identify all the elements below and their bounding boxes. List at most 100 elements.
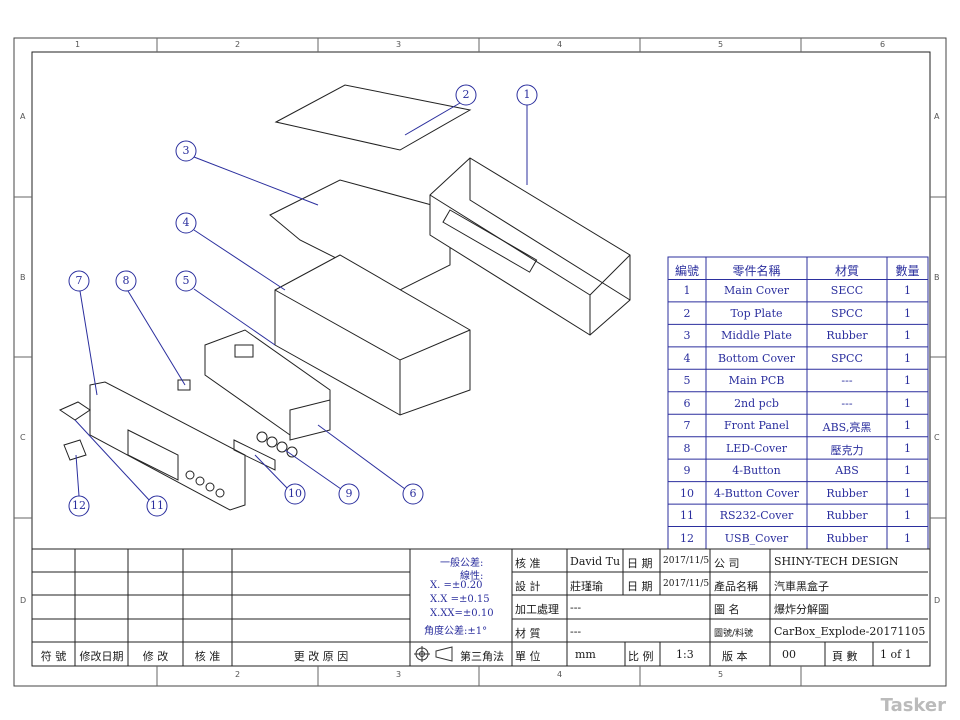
tolerance-xx: X.X =±0.15	[430, 594, 490, 605]
bom-cell-qty: 1	[904, 396, 911, 410]
part-4-button-cover	[233, 439, 276, 471]
drawing-number-label: 圖號/料號	[714, 629, 754, 639]
bom-cell-qty: 1	[904, 486, 911, 500]
bom-cell-no: 2	[683, 306, 691, 320]
bom-cell-no: 4	[683, 351, 691, 365]
balloon-11: 11	[150, 499, 164, 512]
zone-col-3: 3	[396, 40, 402, 49]
balloon-2: 2	[462, 88, 470, 101]
bom-cell-name: RS232-Cover	[719, 509, 794, 523]
unit-label: 單 位	[515, 650, 541, 663]
balloon-12: 12	[72, 499, 86, 512]
balloon-10: 10	[288, 487, 302, 500]
zone-row-a: A	[20, 112, 26, 121]
bom-cell-name: Main Cover	[724, 284, 789, 298]
bom-cell-qty: 1	[904, 374, 911, 388]
rev-header-approve: 核 准	[194, 650, 221, 663]
balloon-5: 5	[182, 274, 190, 287]
zone-col-6: 6	[880, 40, 886, 49]
zone-col-3-bottom: 3	[396, 670, 402, 679]
bom-cell-name: 2nd pcb	[734, 396, 779, 410]
design-date: 2017/11/5	[663, 579, 710, 589]
balloon-1: 1	[523, 88, 531, 101]
part-4-button	[256, 431, 298, 458]
bom-cell-name: 4-Button	[732, 464, 781, 478]
outer-border	[13, 37, 947, 687]
bom-cell-material: SPCC	[831, 351, 863, 365]
part-front-panel	[89, 381, 246, 511]
bom-cell-no: 6	[683, 396, 691, 410]
bom-cell-material: Rubber	[826, 486, 868, 500]
design-value: 莊瑾瑜	[570, 580, 603, 593]
drawing-name-value: 爆炸分解圖	[774, 603, 829, 616]
inner-frame	[31, 51, 931, 667]
third-angle-projection-icon	[414, 646, 453, 662]
bom-cell-material: SECC	[830, 284, 864, 298]
tolerance-x: X. =±0.20	[430, 580, 483, 591]
bom-cell-qty: 1	[904, 419, 911, 433]
bom-cell-name: Top Plate	[730, 306, 783, 320]
bom-cell-name: Main PCB	[728, 374, 785, 388]
product-label: 產品名稱	[714, 580, 758, 593]
material-value: ---	[570, 625, 582, 638]
bom-cell-no: 8	[683, 441, 691, 455]
bom-header-material: 材質	[834, 264, 859, 278]
company-value: SHINY-TECH DESIGN	[774, 555, 899, 568]
bom-cell-no: 7	[683, 419, 691, 433]
part-2nd-pcb	[289, 399, 331, 441]
balloon-7: 7	[75, 274, 83, 287]
bom-cell-no: 12	[680, 531, 694, 545]
bom-cell-material: SPCC	[831, 306, 863, 320]
bom-cell-name: Front Panel	[723, 419, 790, 433]
balloon-4: 4	[182, 216, 190, 229]
approve-value: David Tu	[570, 555, 621, 568]
bom-cell-no: 1	[683, 284, 691, 298]
zone-row-c: C	[20, 433, 26, 442]
balloon-circles	[68, 84, 538, 517]
bom-cell-qty: 1	[904, 531, 911, 545]
bom-cell-material: ABS,亮黑	[822, 421, 872, 435]
projection-label: 第三角法	[460, 650, 504, 663]
version-label: 版 本	[722, 650, 748, 663]
version-value: 00	[782, 648, 796, 661]
balloon-9: 9	[345, 487, 353, 500]
tolerance-angle: 角度公差:±1°	[424, 626, 488, 637]
zone-row-b: B	[20, 273, 26, 282]
bom-cell-material: ---	[841, 374, 853, 388]
pages-value: 1 of 1	[880, 648, 912, 661]
balloon-3: 3	[182, 144, 190, 157]
balloon-6: 6	[409, 487, 417, 500]
zone-col-4-bottom: 4	[557, 670, 563, 679]
rev-header-date: 修改日期	[79, 650, 124, 663]
zone-row-d: D	[20, 596, 27, 605]
unit-value: mm	[575, 648, 596, 661]
bom-cell-no: 9	[683, 464, 691, 478]
drawing-number-value: CarBox_Explode-20171105	[774, 625, 926, 638]
zone-ticks	[14, 38, 946, 686]
approve-date-label: 日 期	[627, 557, 653, 570]
bom-cell-qty: 1	[904, 509, 911, 523]
bom-cell-qty: 1	[904, 351, 911, 365]
bom-cell-name: Bottom Cover	[717, 351, 796, 365]
bom-cell-material: Rubber	[826, 329, 868, 343]
bom-cell-no: 10	[680, 486, 694, 500]
zone-row-c-right: C	[934, 433, 940, 442]
bom-cell-no: 5	[683, 374, 691, 388]
bom-cell-name: Middle Plate	[721, 329, 792, 343]
rev-header-modify: 修 改	[142, 650, 169, 663]
bom-cell-qty: 1	[904, 464, 911, 478]
balloon-leaders	[74, 102, 528, 502]
material-label: 材 質	[515, 627, 541, 640]
bom-header-name: 零件名稱	[732, 264, 781, 278]
bom-cell-qty: 1	[904, 306, 911, 320]
approve-date: 2017/11/5	[663, 556, 710, 566]
pages-label: 頁 數	[832, 650, 858, 663]
bom-cell-material: ---	[841, 396, 853, 410]
part-middle-plate	[269, 179, 451, 291]
rev-header-reason: 更 改 原 因	[293, 650, 349, 663]
product-value: 汽車黑盒子	[774, 580, 829, 593]
bom-cell-qty: 1	[904, 329, 911, 343]
part-top-plate	[274, 84, 472, 151]
